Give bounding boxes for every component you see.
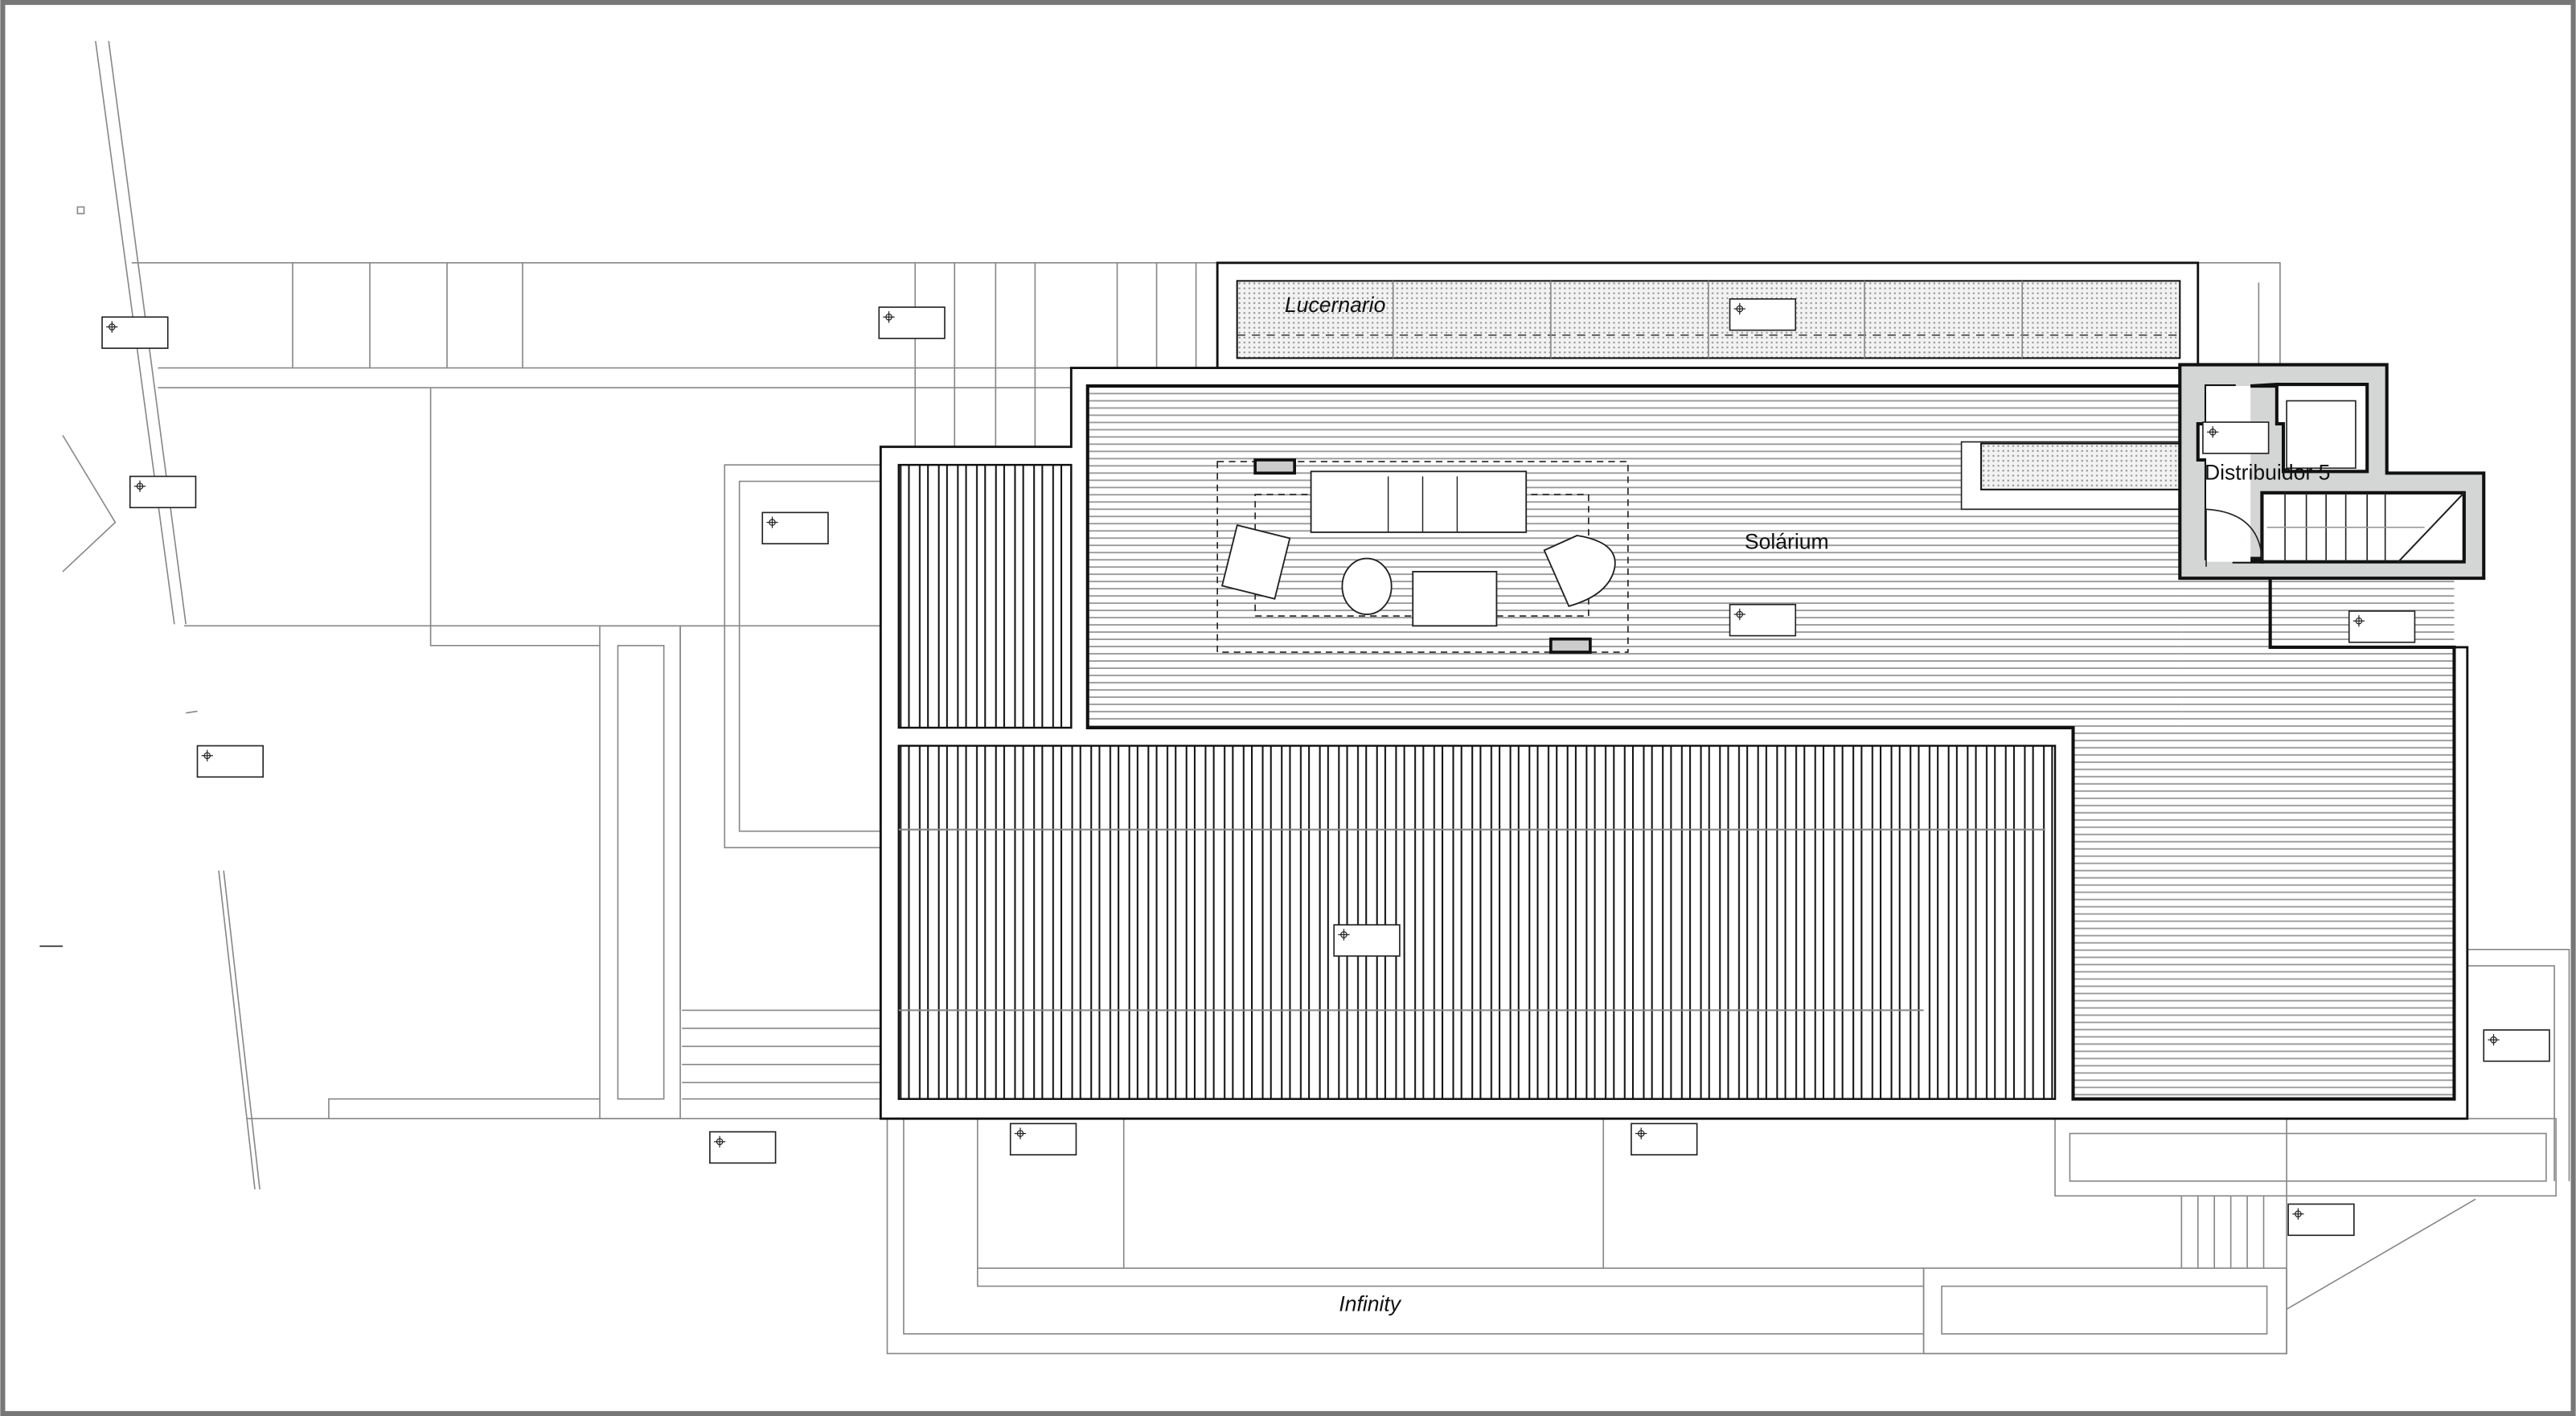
crosshair-tag-icon	[2287, 1203, 2355, 1237]
crosshair-tag-icon	[1333, 924, 1401, 957]
sofa	[1310, 470, 1528, 533]
crosshair-tag-icon	[761, 511, 829, 545]
crosshair-tag-icon	[2483, 1029, 2550, 1062]
louver-panel-main	[897, 745, 2057, 1100]
lucernario-skylight: Lucernario	[1216, 261, 2200, 370]
distribuidor-label: Distribuidor 5	[2205, 461, 2330, 485]
crosshair-tag-icon	[101, 316, 169, 349]
crosshair-tag-icon	[1631, 1123, 1698, 1155]
stair-core: Distribuidor 5	[2178, 363, 2486, 581]
crosshair-tag-icon	[1729, 603, 1797, 637]
crosshair-tag-icon	[129, 475, 197, 509]
lucernario-label: Lucernario	[1285, 293, 1385, 317]
armchair-right	[1543, 535, 1616, 607]
armchair-left	[1220, 523, 1291, 600]
crosshair-tag-icon	[2202, 421, 2270, 454]
crosshair-tag-icon	[2348, 610, 2416, 643]
crosshair-tag-icon	[709, 1131, 777, 1164]
solarium-label: Solárium	[1745, 529, 1829, 553]
infinity-label: Infinity	[1339, 1291, 1401, 1315]
crosshair-tag-icon	[1009, 1123, 1077, 1155]
side-table	[1341, 557, 1393, 615]
coffee-table	[1412, 571, 1498, 627]
crosshair-tag-icon	[1729, 298, 1797, 331]
louver-panel-left	[897, 463, 1073, 729]
lounge-furniture	[1216, 458, 1629, 654]
crosshair-tag-icon	[878, 306, 945, 339]
crosshair-tag-icon	[196, 745, 265, 778]
